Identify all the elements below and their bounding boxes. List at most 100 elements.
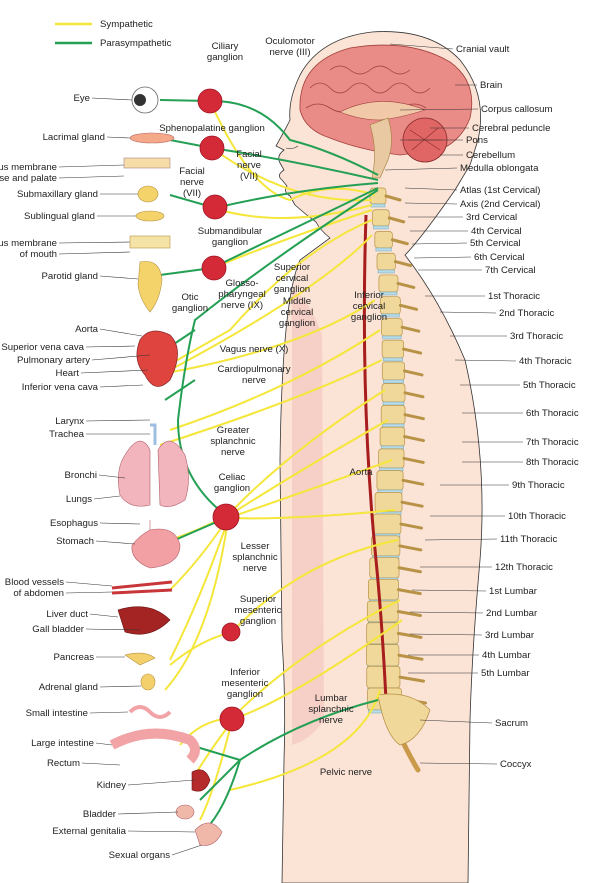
vertebra	[374, 231, 393, 249]
lungs-organ	[118, 440, 189, 507]
spinous-process	[396, 610, 422, 618]
center-label-mesenteric: mesenteric	[222, 678, 269, 689]
right-label-5th-cervical: 5th Cervical	[470, 238, 521, 249]
right-label-brain: Brain	[480, 80, 502, 91]
center-label-aorta: Aorta	[350, 467, 374, 478]
adrenal-gland-organ	[140, 673, 156, 691]
spinous-process	[396, 281, 416, 289]
inferior-mesenteric-ganglion-node	[219, 706, 245, 732]
left-leader-line	[99, 522, 141, 525]
intervertebral-disc	[377, 269, 395, 274]
mouth-mucosa-organ	[129, 235, 171, 249]
left-leader-line	[99, 384, 144, 388]
vertebra	[372, 513, 402, 535]
vertebra	[368, 578, 399, 601]
spinous-process	[398, 675, 426, 683]
eye-line	[285, 145, 299, 149]
left-leader-line	[58, 251, 131, 255]
left-leader-line	[91, 354, 151, 361]
right-leader-line	[424, 538, 498, 541]
center-label-nerve: nerve	[319, 715, 343, 726]
vertebra	[376, 252, 396, 271]
vertebra	[378, 448, 405, 469]
left-label-heart: Heart	[56, 368, 80, 379]
right-leader-line	[404, 187, 458, 191]
left-label-adrenal-gland: Adrenal gland	[39, 682, 98, 693]
right-leader-line	[411, 242, 468, 245]
heart-organ	[136, 330, 178, 387]
right-label-6th-cervical: 6th Cervical	[474, 252, 525, 263]
left-label-pancreas: Pancreas	[53, 652, 94, 663]
right-label-2nd-lumbar: 2nd Lumbar	[486, 608, 538, 619]
vertebra	[379, 426, 406, 447]
center-label-cervical: cervical	[276, 273, 309, 284]
left-label-rectum: Rectum	[47, 758, 80, 769]
center-label-ganglion: ganglion	[172, 303, 208, 314]
center-label-lumbar: Lumbar	[315, 693, 348, 704]
left-leader-line	[91, 97, 133, 101]
center-label-vii: (VII)	[240, 171, 258, 182]
vertebra	[381, 361, 405, 381]
vertebra	[376, 470, 404, 491]
left-leader-line	[89, 711, 129, 714]
spinous-process	[401, 478, 425, 486]
spinous-process	[403, 435, 425, 443]
left-leader-line	[99, 685, 142, 688]
left-leader-line	[117, 811, 179, 815]
blood-vessels-organ	[111, 580, 173, 595]
left-label-small-intestine: Small intestine	[26, 708, 88, 719]
center-label-superior: Superior	[274, 262, 311, 273]
center-label-vii: (VII)	[183, 188, 201, 199]
left-leader-line	[65, 581, 113, 587]
center-label-inferior: Inferior	[230, 667, 261, 678]
center-label-ciliary: Ciliary	[212, 41, 239, 52]
intervertebral-disc	[382, 335, 402, 340]
left-label-trachea: Trachea	[49, 429, 85, 440]
right-label-4th-thoracic: 4th Thoracic	[519, 356, 572, 367]
center-label-sphenopalatine-ganglion: Sphenopalatine ganglion	[159, 123, 265, 134]
spinous-process	[400, 500, 424, 508]
right-label-atlas-1st-cervical: Atlas (1st Cervical)	[460, 185, 541, 196]
right-label-axis-2nd-cervical: Axis (2nd Cervical)	[460, 199, 541, 210]
kidney-organ	[191, 769, 211, 792]
right-label-10th-thoracic: 10th Thoracic	[508, 511, 566, 522]
spinous-process	[387, 216, 406, 224]
superior-mesenteric-ganglion-node	[221, 622, 241, 642]
center-label-nerve-ix: nerve (IX)	[221, 300, 263, 311]
ciliary-ganglion-node	[197, 88, 223, 114]
right-leader-line	[384, 167, 458, 171]
center-label-nerve-iii: nerve (III)	[269, 47, 310, 58]
left-leader-line	[95, 540, 136, 545]
vertebra	[381, 339, 404, 359]
left-label-parotid-gland: Parotid gland	[41, 271, 98, 282]
center-label-submandibular: Submandibular	[198, 226, 263, 237]
brain	[299, 44, 473, 179]
spinous-process	[396, 588, 422, 596]
sacrum-shape	[377, 693, 431, 746]
left-leader-line	[106, 136, 131, 139]
legend-sympathetic-label: Sympathetic	[100, 19, 153, 30]
left-leader-line	[85, 628, 141, 631]
spinous-process	[403, 391, 425, 399]
spinous-process	[402, 456, 425, 464]
left-leader-line	[127, 830, 196, 833]
center-label-vagus-nerve-x: Vagus nerve (X)	[220, 344, 289, 355]
spinous-process	[399, 522, 423, 530]
center-label-nerve: nerve	[243, 563, 267, 574]
center-label-cardiopulmonary: Cardiopulmonary	[217, 364, 290, 375]
left-label-larynx: Larynx	[55, 416, 84, 427]
left-leader-line	[99, 328, 143, 337]
right-label-7th-cervical: 7th Cervical	[485, 265, 536, 276]
right-label-3rd-lumbar: 3rd Lumbar	[485, 630, 535, 641]
center-label-lesser: Lesser	[241, 541, 271, 552]
center-label-superior: Superior	[240, 594, 277, 605]
center-label-pharyngeal: pharyngeal	[218, 289, 265, 300]
left-leader-line	[171, 844, 203, 856]
right-label-cerebral-peduncle: Cerebral peduncle	[472, 123, 550, 134]
left-leader-line	[95, 742, 113, 746]
leader-lines	[58, 43, 523, 856]
left-label-blood-vessels: Blood vessels	[5, 577, 64, 588]
right-leader-line	[404, 202, 458, 205]
